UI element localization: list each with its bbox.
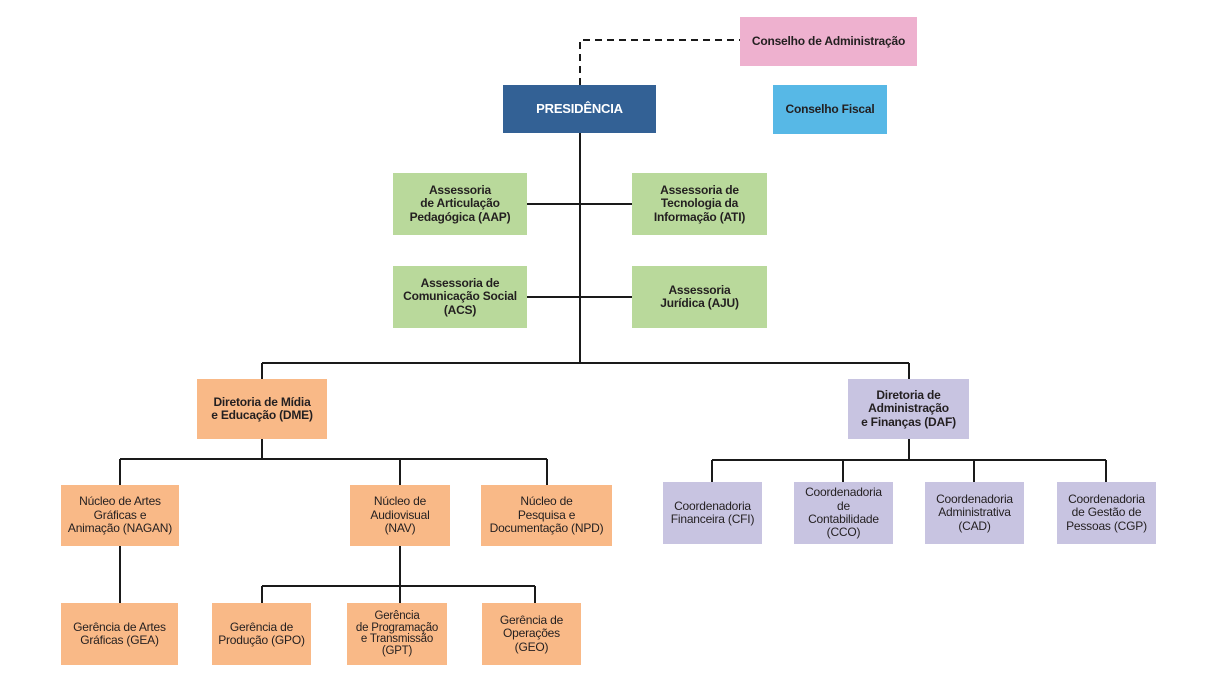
node-gpt: Gerência de Programação e Transmissão (G… xyxy=(347,603,447,665)
node-label: Conselho Fiscal xyxy=(785,101,875,116)
node-label: Gerência de Operações (GEO) xyxy=(499,612,564,654)
node-label: Conselho de Administração xyxy=(751,33,906,48)
node-label: Assessoria de Articulação Pedagógica (AA… xyxy=(409,182,511,224)
node-presidencia: PRESIDÊNCIA xyxy=(503,85,656,133)
node-acs: Assessoria de Comunicação Social (ACS) xyxy=(393,266,527,328)
node-label: Coordenadoria Administrativa (CAD) xyxy=(936,491,1013,533)
node-cgp: Coordenadoria de Gestão de Pessoas (CGP) xyxy=(1057,482,1156,544)
node-geo: Gerência de Operações (GEO) xyxy=(482,603,581,665)
node-label: Coordenadoria de Gestão de Pessoas (CGP) xyxy=(1066,491,1147,533)
node-conselho-administracao: Conselho de Administração xyxy=(740,17,917,66)
node-dme: Diretoria de Mídia e Educação (DME) xyxy=(197,379,327,439)
node-npd: Núcleo de Pesquisa e Documentação (NPD) xyxy=(481,485,612,546)
node-ati: Assessoria de Tecnologia da Informação (… xyxy=(632,173,767,235)
node-nagan: Núcleo de Artes Gráficas e Animação (NAG… xyxy=(61,485,179,546)
node-label: Assessoria de Tecnologia da Informação (… xyxy=(653,182,746,224)
node-label: Assessoria Jurídica (AJU) xyxy=(660,282,739,310)
node-label: Assessoria de Comunicação Social (ACS) xyxy=(403,275,517,317)
node-daf: Diretoria de Administração e Finanças (D… xyxy=(848,379,969,439)
node-label: Gerência de Programação e Transmissão (G… xyxy=(355,610,439,657)
node-aap: Assessoria de Articulação Pedagógica (AA… xyxy=(393,173,527,235)
node-cco: Coordenadoria de Contabilidade (CCO) xyxy=(794,482,893,544)
node-label: Gerência de Artes Gráficas (GEA) xyxy=(73,619,166,647)
node-label: Diretoria de Administração e Finanças (D… xyxy=(861,387,956,429)
node-label: Núcleo de Audiovisual (NAV) xyxy=(370,494,430,536)
node-nav: Núcleo de Audiovisual (NAV) xyxy=(350,485,450,546)
node-label: Núcleo de Artes Gráficas e Animação (NAG… xyxy=(67,494,173,536)
node-label: Diretoria de Mídia e Educação (DME) xyxy=(211,394,313,422)
node-conselho-fiscal: Conselho Fiscal xyxy=(773,85,887,134)
node-label: Núcleo de Pesquisa e Documentação (NPD) xyxy=(489,494,604,536)
node-label: Coordenadoria de Contabilidade (CCO) xyxy=(805,485,882,540)
node-gpo: Gerência de Produção (GPO) xyxy=(212,603,311,665)
node-label: Gerência de Produção (GPO) xyxy=(218,619,305,647)
node-label: Coordenadoria Financeira (CFI) xyxy=(670,498,755,526)
node-cad: Coordenadoria Administrativa (CAD) xyxy=(925,482,1024,544)
node-cfi: Coordenadoria Financeira (CFI) xyxy=(663,482,762,544)
dashed-connector xyxy=(579,39,740,85)
node-gea: Gerência de Artes Gráficas (GEA) xyxy=(61,603,178,665)
node-aju: Assessoria Jurídica (AJU) xyxy=(632,266,767,328)
node-label: PRESIDÊNCIA xyxy=(536,100,623,116)
